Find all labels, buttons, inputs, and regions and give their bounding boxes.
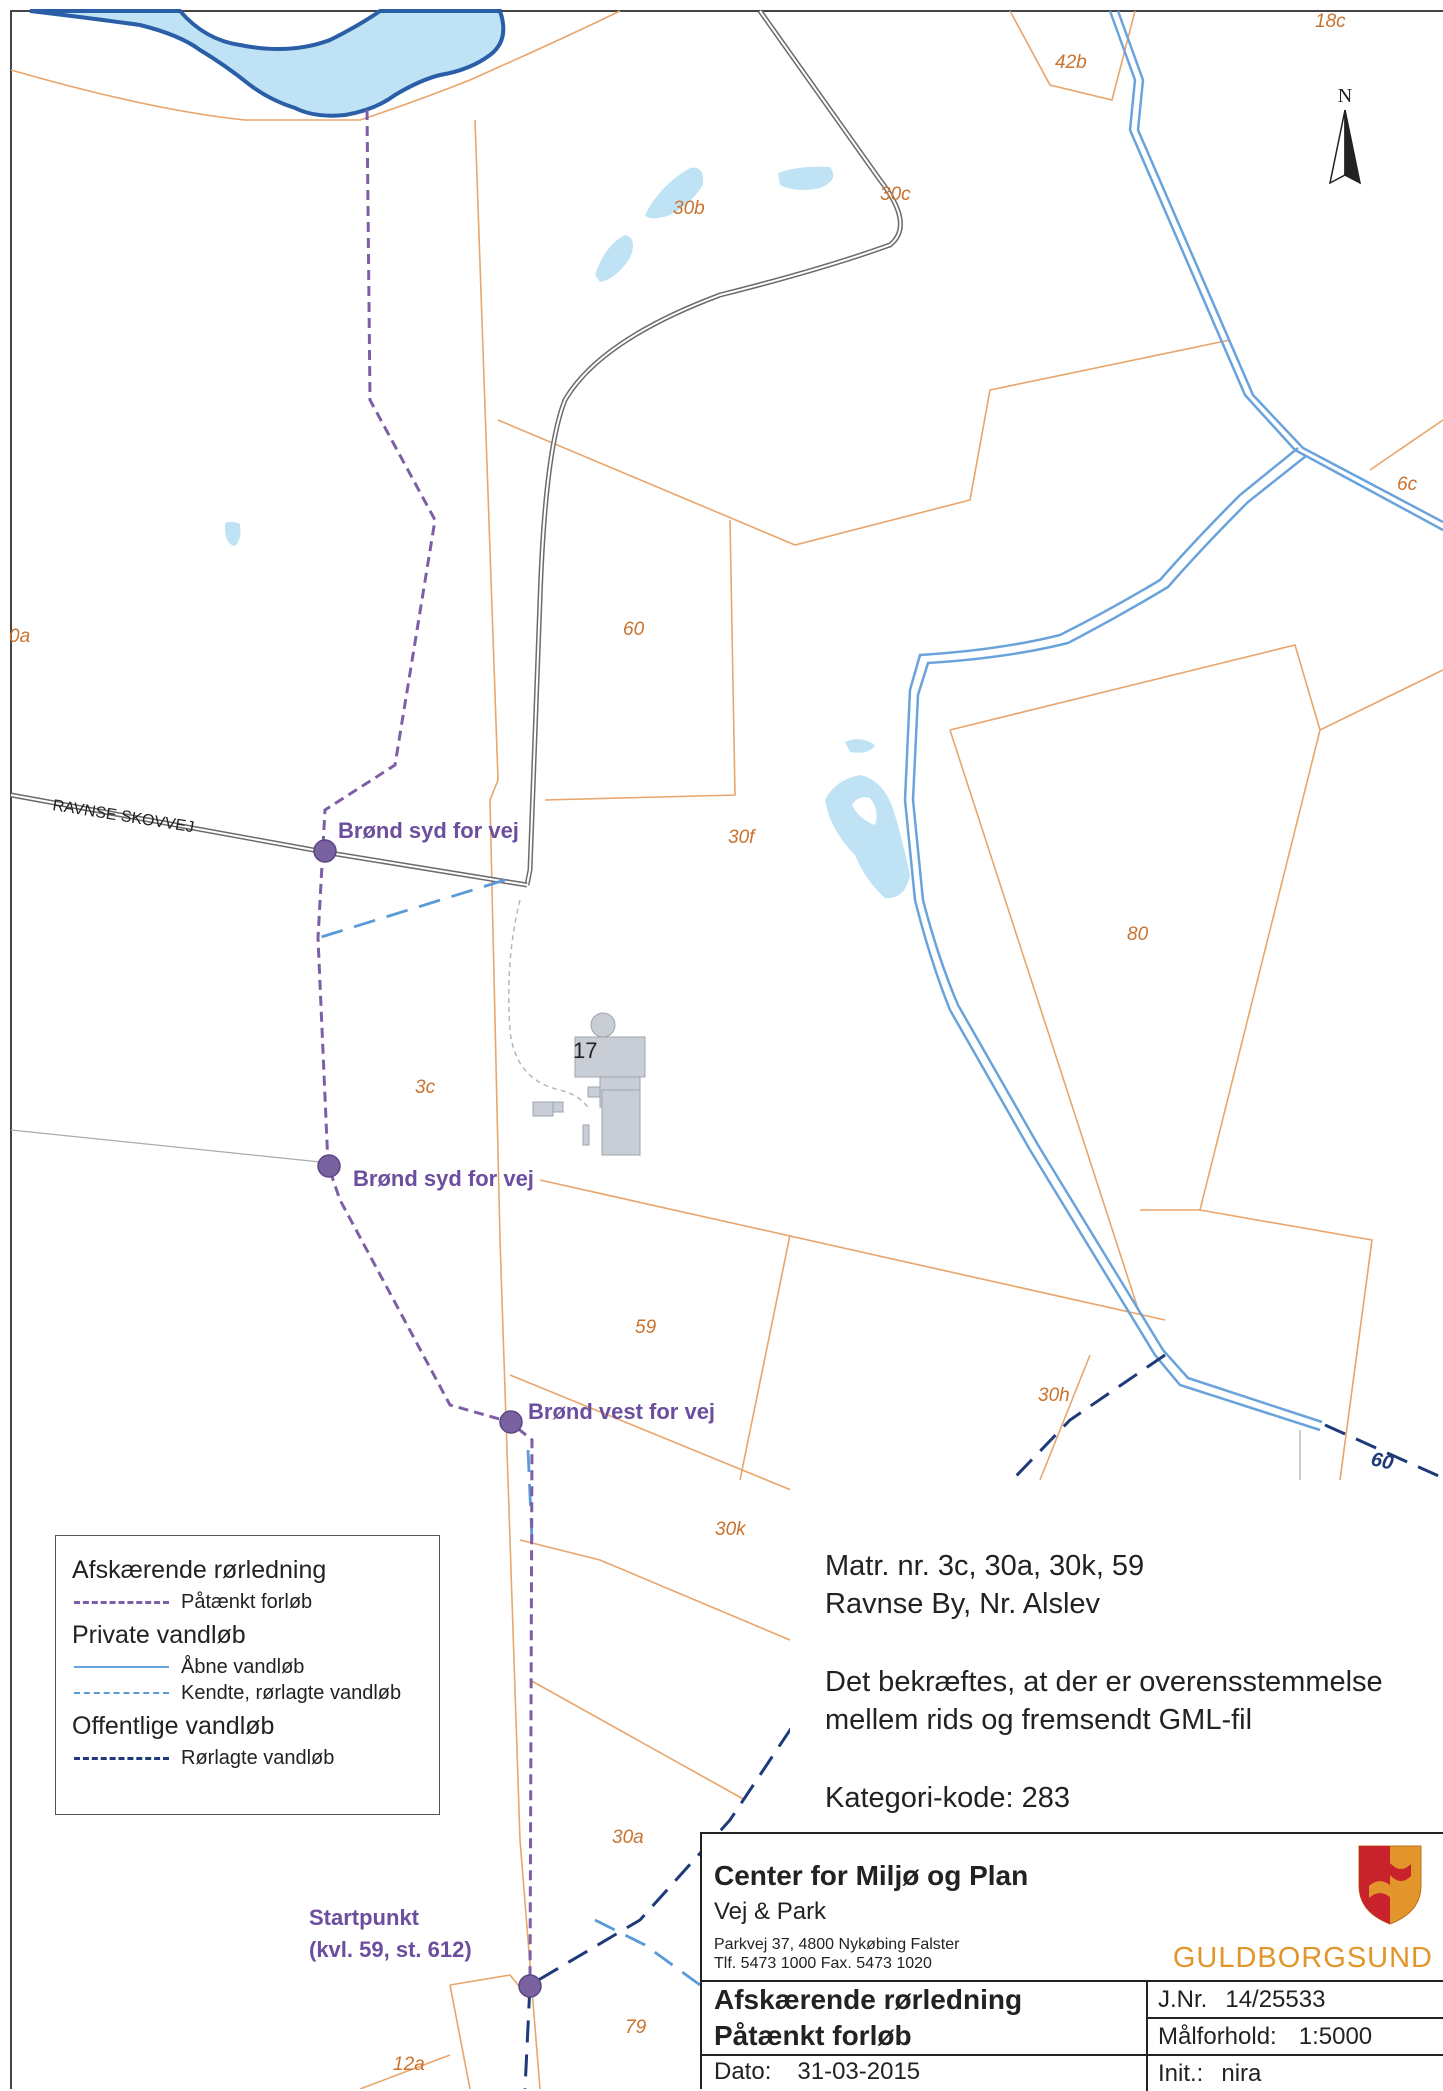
svg-text:30b: 30b: [673, 198, 705, 219]
divider: [702, 1980, 1443, 1982]
phone-line: Tlf. 5473 1000 Fax. 5473 1020: [714, 1955, 932, 1972]
divider: [702, 2054, 1443, 2056]
org-name: Center for Miljø og Plan: [714, 1860, 1029, 1891]
info-confirm-1: Det bekræftes, at der er overensstemmels…: [825, 1666, 1383, 1698]
svg-text:18c: 18c: [1315, 11, 1346, 32]
drawing-title: Afskærende rørledning: [714, 1984, 1023, 2015]
legend-group-private-title: Private vandløb: [72, 1621, 246, 1649]
manhole-1: [313, 839, 337, 863]
dept-name: Vej & Park: [714, 1898, 827, 1925]
legend-swatch-piped-private: [74, 1692, 169, 1694]
scale-field: Målforhold:1:5000: [1158, 2023, 1373, 2050]
svg-text:59: 59: [635, 1317, 657, 1338]
svg-text:42b: 42b: [1055, 52, 1087, 73]
brand-name: GULDBORGSUND: [1172, 1942, 1433, 1974]
pond: [645, 167, 704, 219]
parcel-line-grey: [10, 1129, 331, 1164]
svg-text:6c: 6c: [1397, 474, 1418, 495]
legend: Afskærende rørledning Påtænkt forløb Pri…: [55, 1535, 440, 1815]
piped-public-watercourse: [523, 1353, 1443, 2089]
municipality-shield-icon: [1358, 1845, 1422, 1925]
manhole-2: [317, 1154, 341, 1178]
legend-item-piped-public: Rørlagte vandløb: [72, 1745, 423, 1771]
date-field: Dato:31-03-2015: [714, 2058, 921, 2085]
private-road: [524, 9, 903, 886]
drawing-subtitle: Påtænkt forløb: [714, 2020, 912, 2051]
jnr-field: J.Nr.14/25533: [1158, 1986, 1326, 2013]
legend-swatch-piped-public: [74, 1756, 169, 1760]
startpoint-label-line2: (kvl. 59, st. 612): [309, 1937, 472, 1962]
pond: [845, 739, 875, 753]
road-label: RAVNSE SKOVVEJ: [51, 797, 195, 836]
svg-text:80: 80: [1127, 924, 1149, 945]
watercourse-label: 60: [1369, 1448, 1395, 1474]
divider: [1146, 2017, 1443, 2019]
svg-text:30f: 30f: [728, 827, 756, 848]
open-watercourse: [903, 10, 1443, 1432]
manhole-1-label: Brønd syd for vej: [338, 818, 519, 843]
legend-group-pipeline-title: Afskærende rørledning: [72, 1556, 327, 1584]
legend-item-piped-private: Kendte, rørlagte vandløb: [72, 1680, 423, 1706]
pond: [778, 166, 834, 190]
startpoint-label-line1: Startpunkt: [309, 1905, 420, 1930]
map-frame: [10, 10, 1443, 2089]
divider: [1146, 1980, 1148, 2091]
north-label: N: [1338, 85, 1352, 107]
manhole-3: [499, 1410, 523, 1434]
legend-swatch-open: [74, 1666, 169, 1668]
pond: [225, 521, 241, 546]
info-matr: Matr. nr. 3c, 30a, 30k, 59: [825, 1550, 1145, 1582]
legend-group-public-title: Offentlige vandløb: [72, 1712, 275, 1740]
info-location: Ravnse By, Nr. Alslev: [825, 1588, 1101, 1620]
title-block: Center for Miljø og Plan Vej & Park Park…: [700, 1832, 1443, 2091]
legend-item-open: Åbne vandløb: [72, 1654, 423, 1680]
svg-text:12a: 12a: [393, 2054, 425, 2075]
info-confirm-2: mellem rids og fremsendt GML-fil: [825, 1704, 1253, 1736]
legend-item-planned: Påtænkt forløb: [72, 1589, 423, 1615]
manhole-points: [313, 839, 542, 1998]
startpoint: [518, 1974, 542, 1998]
svg-text:79: 79: [625, 2017, 647, 2038]
manhole-2-label: Brønd syd for vej: [353, 1166, 534, 1191]
svg-text:0a: 0a: [9, 626, 30, 647]
svg-text:30a: 30a: [612, 1827, 644, 1848]
info-panel: Matr. nr. 3c, 30a, 30k, 59 Ravnse By, Nr…: [790, 1480, 1440, 1840]
pond: [825, 775, 910, 899]
svg-text:30c: 30c: [880, 184, 911, 205]
address-line: Parkvej 37, 4800 Nykøbing Falster: [714, 1936, 960, 1953]
building-17: [532, 1012, 646, 1156]
north-arrow-icon: [1328, 109, 1362, 185]
legend-swatch-planned: [74, 1600, 169, 1604]
building-number: 17: [573, 1038, 597, 1063]
svg-text:3c: 3c: [415, 1077, 436, 1098]
planned-pipeline: [316, 109, 534, 1986]
svg-text:60: 60: [623, 619, 645, 640]
lake-north: [29, 9, 506, 118]
footpath: [508, 899, 591, 1111]
parcel-labels: 18c 42b 30b 30c 6c 0a 60 30f 80 3c 59 30…: [9, 11, 1418, 2075]
info-category: Kategori-kode: 283: [825, 1782, 1071, 1814]
pond: [595, 235, 634, 282]
svg-text:30h: 30h: [1038, 1385, 1070, 1406]
svg-text:30k: 30k: [715, 1519, 747, 1540]
manhole-3-label: Brønd vest for vej: [528, 1399, 715, 1424]
initials-field: Init.:nira: [1158, 2060, 1262, 2087]
